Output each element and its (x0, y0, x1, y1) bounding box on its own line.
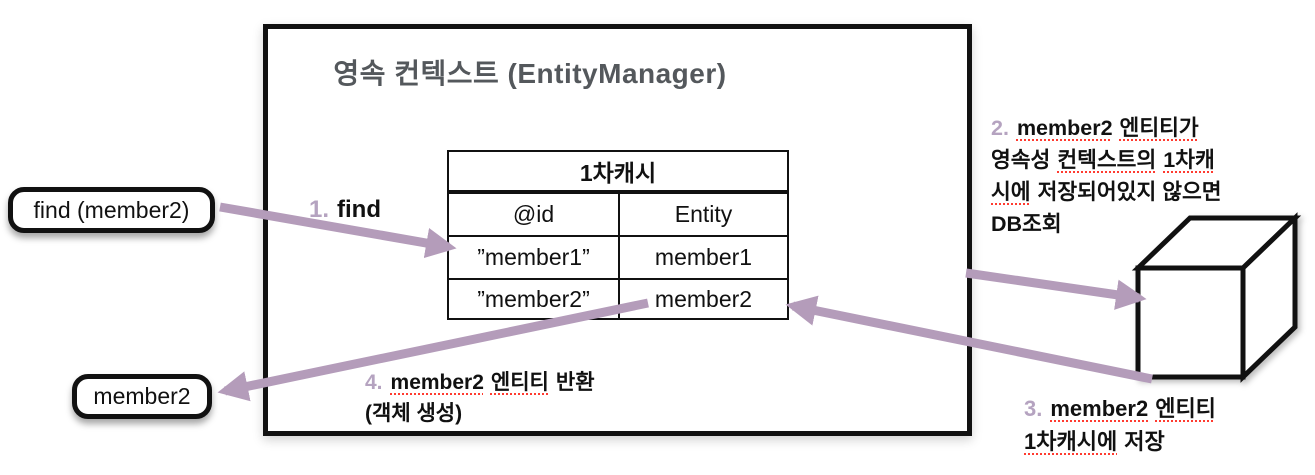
db-cube-right-face (1240, 212, 1298, 383)
cache-cell-id-member1: ”member1” (449, 235, 618, 278)
cache-cell-entity-member1: member1 (618, 235, 787, 278)
member2-return-label: member2 (93, 383, 191, 409)
cache-table-col-entity: Entity (618, 192, 787, 235)
step1-number: 1. (309, 196, 330, 223)
cache-table-header: 1차캐시 (449, 152, 787, 192)
first-level-cache-table: 1차캐시 @id Entity ”member1” member1 ”membe… (447, 150, 789, 320)
step1-text: find (337, 196, 381, 223)
step2-line4: DB조회 (991, 212, 1062, 236)
cache-cell-entity-member2: member2 (618, 278, 787, 318)
find-call-label: find (member2) (33, 196, 190, 223)
step4-line2: (객체 생성) (365, 402, 463, 425)
arrow-step2-to-db (965, 268, 1147, 310)
persistence-context-title: 영속 컨텍스트 (EntityManager) (333, 58, 727, 89)
find-call-box: find (member2) (8, 187, 215, 233)
cache-cell-id-member2: ”member2” (449, 278, 618, 318)
db-cube-label: DB (1173, 274, 1208, 302)
member2-return-box: member2 (72, 374, 212, 419)
step1-label: 1. find (309, 196, 381, 224)
cache-table-col-id: @id (449, 192, 618, 235)
